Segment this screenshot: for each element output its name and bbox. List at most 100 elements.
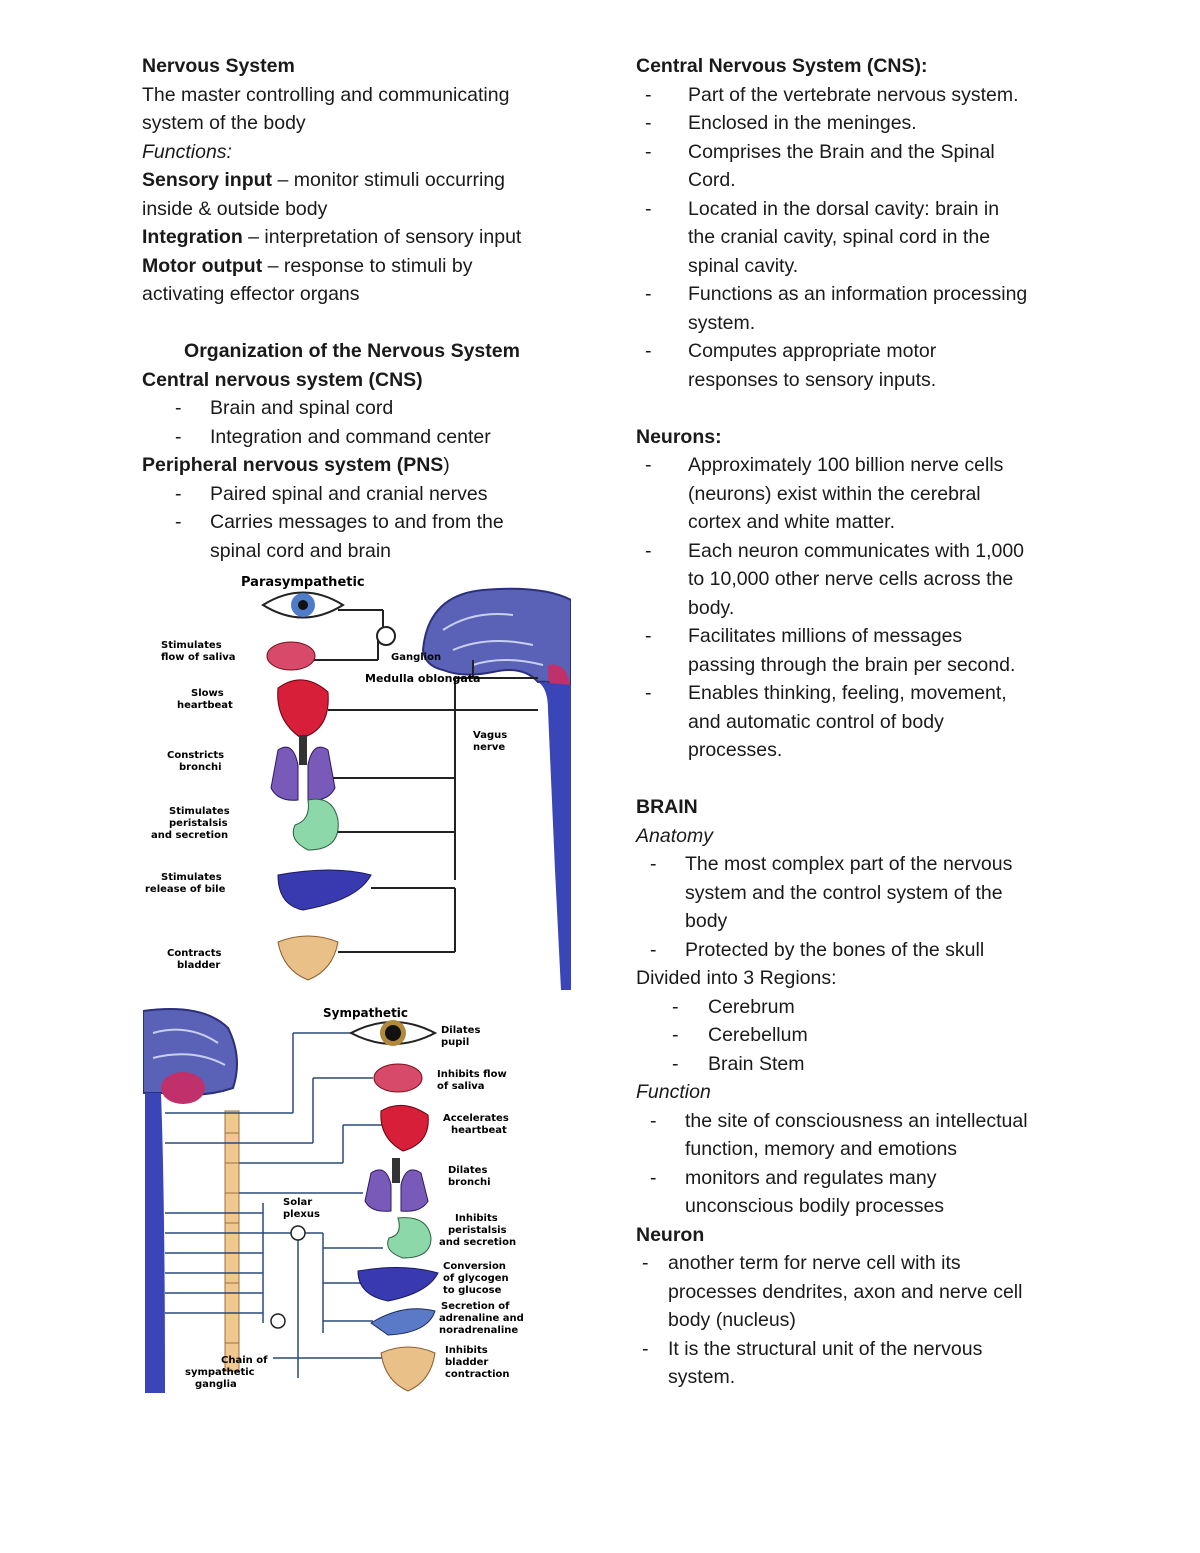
brain-illustration	[421, 587, 571, 692]
diagram-label: bronchi	[448, 1177, 491, 1188]
right-column: Central Nervous System (CNS): -Part of t…	[636, 52, 1066, 1392]
eye-icon	[261, 591, 345, 619]
list-item: -Paired spinal and cranial nerves	[175, 482, 488, 505]
diagram-label: Contracts	[167, 948, 221, 959]
diagram-label: Dilates	[441, 1025, 480, 1036]
left-column: Nervous System The master controlling an…	[142, 52, 582, 565]
liver-icon	[357, 1266, 439, 1302]
diagram-label: peristalsis	[448, 1225, 507, 1236]
diagram-label: heartbeat	[177, 700, 233, 711]
list-item: -Cerebrum	[672, 995, 795, 1018]
diagram-label: and secretion	[151, 830, 228, 841]
diagram-label: Constricts	[167, 750, 224, 761]
figure-title: Sympathetic	[323, 1006, 408, 1020]
diagram-label: Inhibits flow	[437, 1069, 507, 1080]
intro-line: system of the body	[142, 112, 306, 134]
diagram-label: flow of saliva	[161, 652, 236, 663]
liver-icon	[277, 869, 372, 911]
title-nervous-system: Nervous System	[142, 55, 295, 77]
ganglia-chain	[224, 1110, 240, 1372]
intro-line: The master controlling and communicating	[142, 83, 510, 106]
diagram-label: Stimulates	[161, 640, 222, 651]
diagram-label: plexus	[283, 1209, 320, 1220]
diagram-label: nerve	[473, 742, 505, 753]
neurons-title: Neurons:	[636, 425, 722, 448]
heart-icon	[380, 1104, 429, 1152]
diagram-label: Accelerates	[443, 1113, 509, 1124]
sensory-def-cont: inside & outside body	[142, 197, 328, 220]
salivary-gland-icon	[266, 641, 316, 671]
list-item: -Enclosed in the meninges.	[645, 112, 917, 134]
integration-def: – interpretation of sensory input	[242, 226, 522, 248]
diagram-label: sympathetic	[185, 1367, 255, 1378]
diagram-label: of glycogen	[443, 1273, 509, 1284]
diagram-label: adrenaline and	[439, 1313, 524, 1324]
diagram-label: and secretion	[439, 1237, 516, 1248]
anatomy-label: Anatomy	[636, 824, 713, 847]
diagram-label: Secretion of	[441, 1301, 510, 1312]
list-item: -It is the structural unit of the nervou…	[642, 1337, 983, 1389]
bladder-icon	[380, 1346, 436, 1392]
lungs-icon	[364, 1158, 429, 1212]
list-item: -Part of the vertebrate nervous system.	[645, 83, 1019, 106]
diagram-label: bladder	[445, 1357, 488, 1368]
diagram-label: ganglia	[195, 1379, 237, 1390]
diagram-label: heartbeat	[451, 1125, 507, 1136]
diagram-label: Chain of	[221, 1355, 268, 1366]
diagram-label: peristalsis	[169, 818, 228, 829]
diagram-label: pupil	[441, 1037, 469, 1048]
list-item: -Protected by the bones of the skull	[650, 938, 985, 961]
diagram-label: Slows	[191, 688, 224, 699]
integration-term: Integration	[142, 226, 243, 248]
sympathetic-diagram: Sympathetic Dilates pupil Inhibits flow …	[143, 1003, 571, 1393]
neuron-title: Neuron	[636, 1223, 705, 1246]
adrenal-gland-icon	[370, 1308, 436, 1336]
eye-icon	[348, 1020, 438, 1046]
pns-heading: Peripheral nervous system (PNS)	[142, 454, 450, 476]
cns-heading: Central nervous system (CNS)	[142, 368, 423, 391]
sensory-def: – monitor stimuli occurring	[272, 169, 506, 191]
function-label: Function	[636, 1081, 711, 1103]
spinal-cord-illustration	[145, 1093, 165, 1393]
functions-label: Functions:	[142, 140, 232, 163]
list-item: -Integration and command center	[175, 425, 491, 448]
list-item: -the site of consciousness an intellectu…	[650, 1109, 1028, 1161]
heart-icon	[277, 679, 329, 739]
cerebellum-illustration	[161, 1072, 205, 1104]
diagram-label: Stimulates	[161, 872, 222, 883]
diagram-label: Conversion	[443, 1261, 506, 1272]
diagram-label: bladder	[177, 960, 220, 971]
diagram-label: noradrenaline	[439, 1325, 518, 1336]
diagram-label: to glucose	[443, 1285, 502, 1296]
diagram-label: Medulla oblongata	[365, 672, 480, 685]
parasympathetic-diagram: Parasympathetic Stimulates flow of saliv…	[143, 570, 571, 990]
spinal-cord-illustration	[538, 682, 571, 990]
motor-term: Motor output	[142, 254, 263, 277]
list-item: -Enables thinking, feeling, movement,and…	[645, 682, 1007, 761]
figure-title: Parasympathetic	[241, 575, 365, 590]
lungs-icon	[270, 735, 336, 801]
diagram-label: bronchi	[179, 762, 222, 773]
salivary-gland-icon	[373, 1063, 423, 1093]
brain-title: BRAIN	[636, 796, 698, 818]
diagram-label: Solar	[283, 1197, 312, 1208]
diagram-label: Stimulates	[169, 806, 230, 817]
motor-def-cont: activating effector organs	[142, 283, 360, 305]
motor-output-line: Motor output – response to stimuli by	[142, 252, 582, 281]
list-item: -Cerebellum	[672, 1024, 808, 1046]
diagram-label: Vagus	[473, 730, 507, 741]
cns-title: Central Nervous System (CNS):	[636, 55, 928, 77]
diagram-label: Inhibits	[455, 1213, 498, 1224]
integration-line: Integration – interpretation of sensory …	[142, 223, 582, 252]
sensory-term: Sensory input	[142, 169, 273, 191]
diagram-label: Dilates	[448, 1165, 487, 1176]
diagram-label: Ganglion	[391, 652, 441, 663]
regions-label: Divided into 3 Regions:	[636, 967, 837, 989]
